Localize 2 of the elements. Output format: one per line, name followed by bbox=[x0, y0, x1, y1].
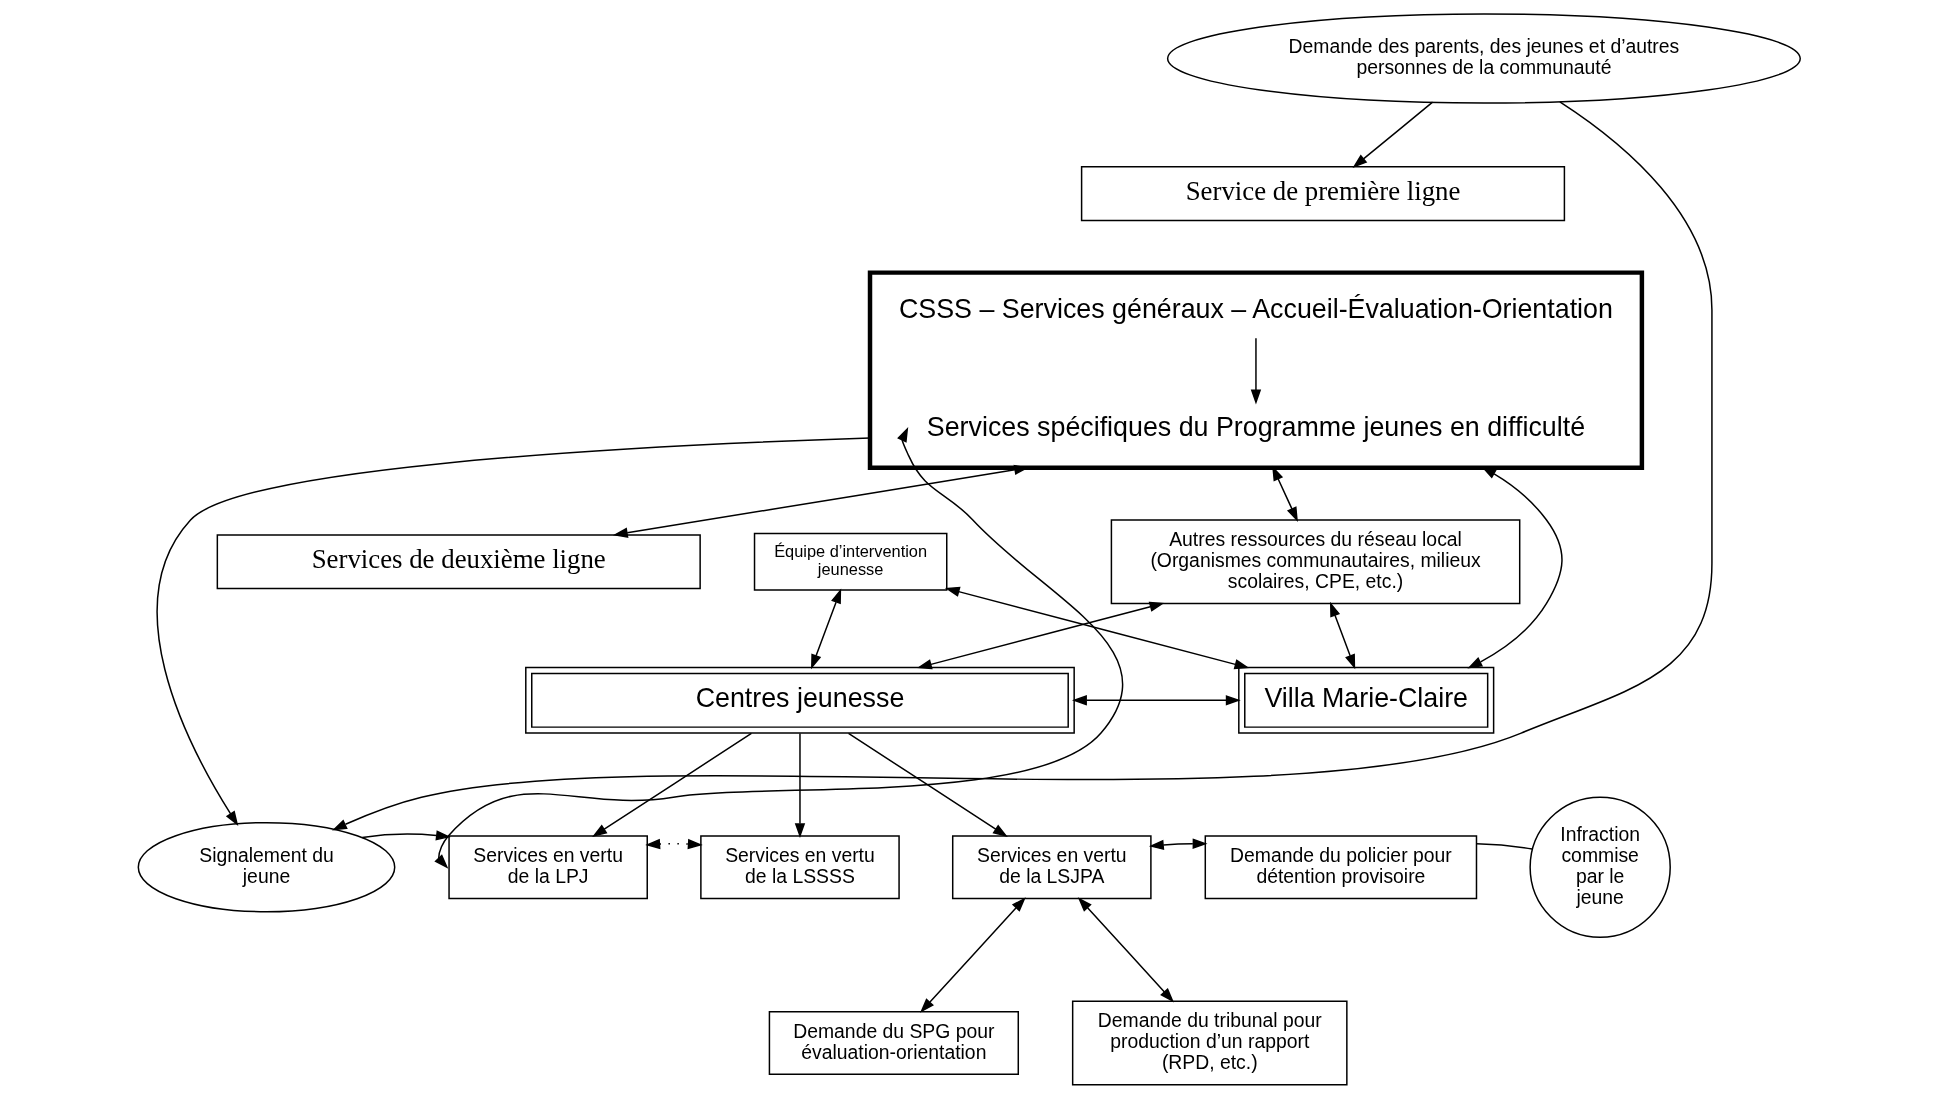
node-text: CSSS – Services généraux – Accueil-Évaluation-Orientation bbox=[899, 293, 1613, 324]
node-text: Services spécifiques du Programme jeunes en difficulté bbox=[926, 411, 1586, 442]
